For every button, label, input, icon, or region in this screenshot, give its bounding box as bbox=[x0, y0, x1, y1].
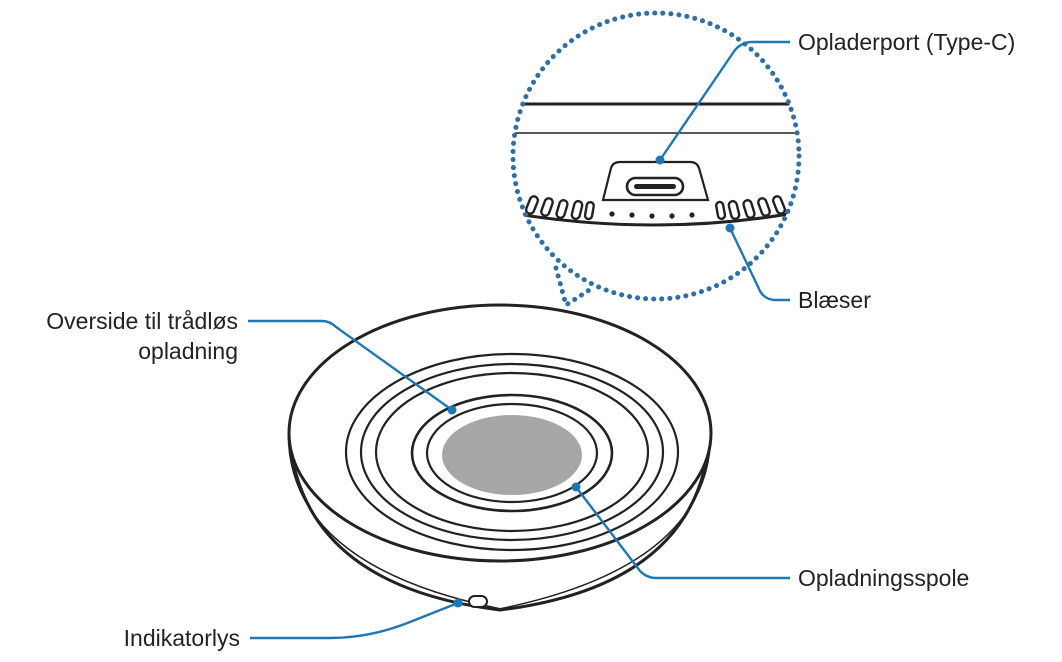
fan-vents-left bbox=[524, 195, 595, 221]
label-charger-port: Opladerport (Type-C) bbox=[798, 29, 1016, 55]
charging-coil-icon bbox=[442, 415, 582, 495]
zoom-content bbox=[513, 102, 799, 227]
leader-charging-coil bbox=[575, 486, 790, 580]
label-fan: Blæser bbox=[798, 287, 871, 313]
leader-charger-port bbox=[659, 40, 790, 161]
label-indicator-light: Indikatorlys bbox=[123, 625, 240, 651]
vent-dots bbox=[609, 211, 695, 219]
label-charging-coil: Opladningsspole bbox=[798, 565, 970, 591]
leader-lines bbox=[248, 40, 790, 640]
magnified-detail bbox=[510, 10, 802, 309]
leader-endpoints bbox=[447, 155, 735, 608]
label-wireless-surface-line2: opladning bbox=[138, 338, 238, 364]
label-wireless-surface-line1: Overside til trådløs bbox=[46, 308, 238, 334]
magnifier-border bbox=[510, 10, 802, 302]
leader-wireless-surface bbox=[248, 319, 453, 411]
label-wireless-surface: Overside til trådløs opladning bbox=[0, 306, 238, 366]
indicator-light-icon bbox=[468, 595, 488, 608]
pad-rings bbox=[344, 352, 680, 552]
fan-vents-right bbox=[715, 195, 787, 221]
magnifier-tail bbox=[553, 265, 597, 309]
leader-indicator-light bbox=[250, 601, 459, 640]
charger-pad bbox=[287, 303, 713, 612]
leader-fan bbox=[728, 227, 790, 302]
